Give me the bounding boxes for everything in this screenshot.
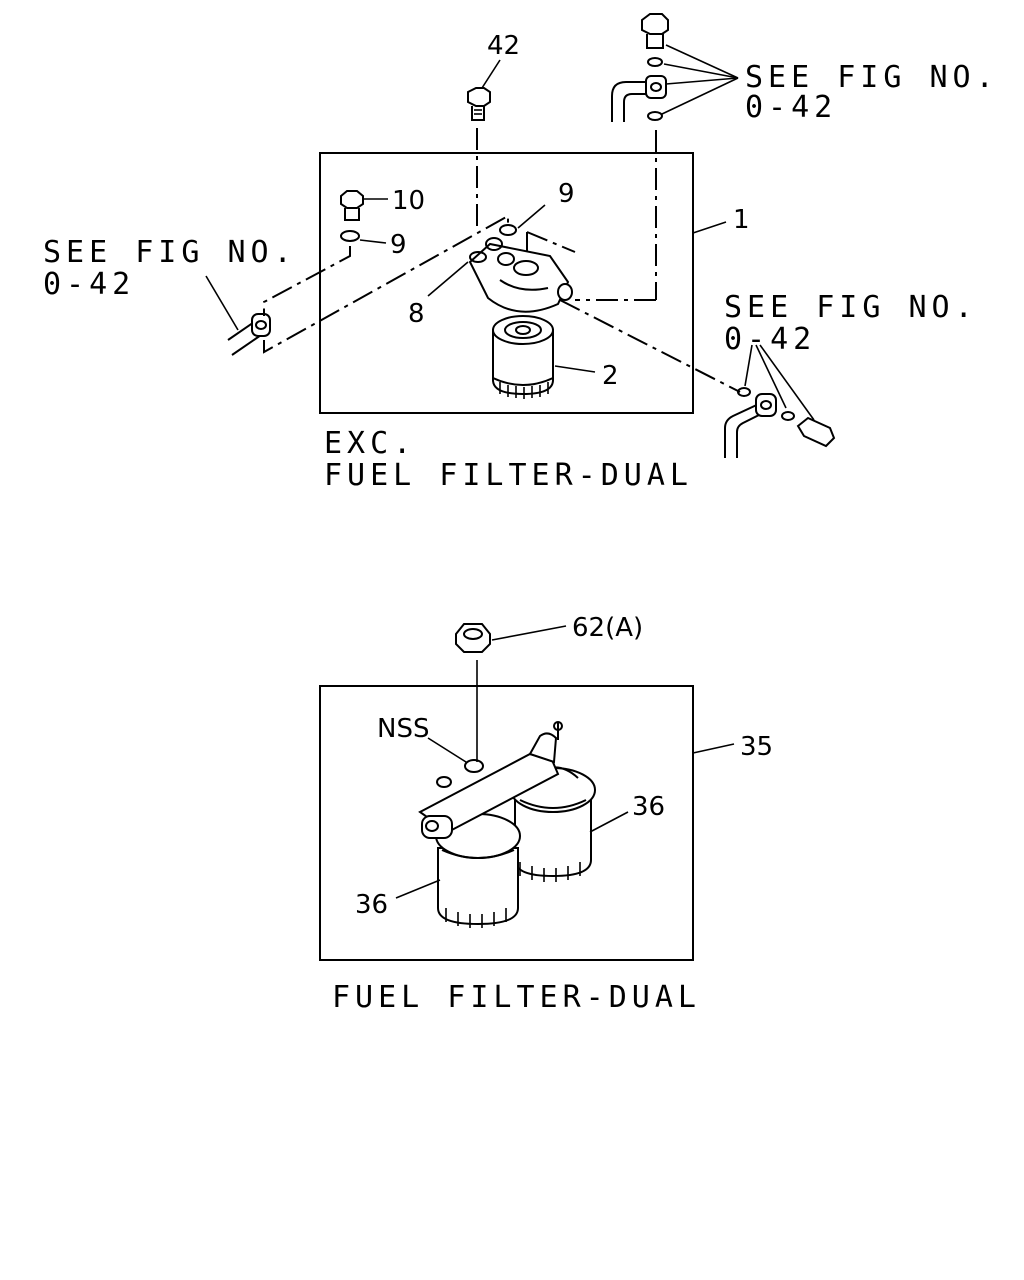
upper-frame (319, 152, 694, 414)
callout-62a: 62(A) (572, 613, 643, 643)
callout-9-right: 9 (558, 179, 575, 209)
filter-cartridge-2-icon (492, 315, 554, 399)
right-pipe-hardware-icon (724, 387, 836, 458)
callout-36-front: 36 (355, 890, 388, 920)
callout-35: 35 (740, 732, 773, 762)
lower-frame (319, 685, 694, 961)
lower-assembly: 62(A) NSS 35 36 36 FUEL FILTER-DUAL (319, 613, 773, 1015)
see-fig-left-line2: 0-42 (43, 267, 135, 302)
callout-36-rear: 36 (632, 792, 665, 822)
filter-head-icon (468, 237, 573, 313)
upper-caption-line1: EXC. (324, 426, 416, 461)
callout-nss: NSS (377, 714, 429, 744)
left-pipe-icon (227, 313, 271, 356)
upper-assembly: 42 10 9 9 1 8 2 SEE FIG NO. 0-42 SEE FIG… (43, 13, 999, 493)
callout-2: 2 (602, 361, 619, 391)
bolt-42-icon (467, 87, 491, 121)
callout-9-left: 9 (390, 230, 407, 260)
dual-filter-icon (418, 721, 596, 928)
see-fig-right-line1: SEE FIG NO. (724, 290, 978, 325)
bolt-10-icon (340, 190, 364, 221)
top-right-hardware-icon (611, 13, 669, 122)
washer-9-left-icon (340, 230, 360, 242)
see-fig-right-line2: 0-42 (724, 322, 816, 357)
see-fig-left-line1: SEE FIG NO. (43, 235, 297, 270)
see-fig-top-right-line2: 0-42 (745, 90, 837, 125)
callout-1: 1 (733, 205, 750, 235)
callout-8: 8 (408, 299, 425, 329)
see-fig-top-right-line1: SEE FIG NO. (745, 60, 999, 95)
upper-caption-line2: FUEL FILTER-DUAL (324, 458, 693, 493)
callout-10: 10 (392, 186, 425, 216)
nut-62a-icon (455, 623, 491, 653)
washer-9-right-icon (499, 224, 517, 236)
callout-42: 42 (487, 31, 520, 61)
lower-caption: FUEL FILTER-DUAL (332, 980, 701, 1015)
